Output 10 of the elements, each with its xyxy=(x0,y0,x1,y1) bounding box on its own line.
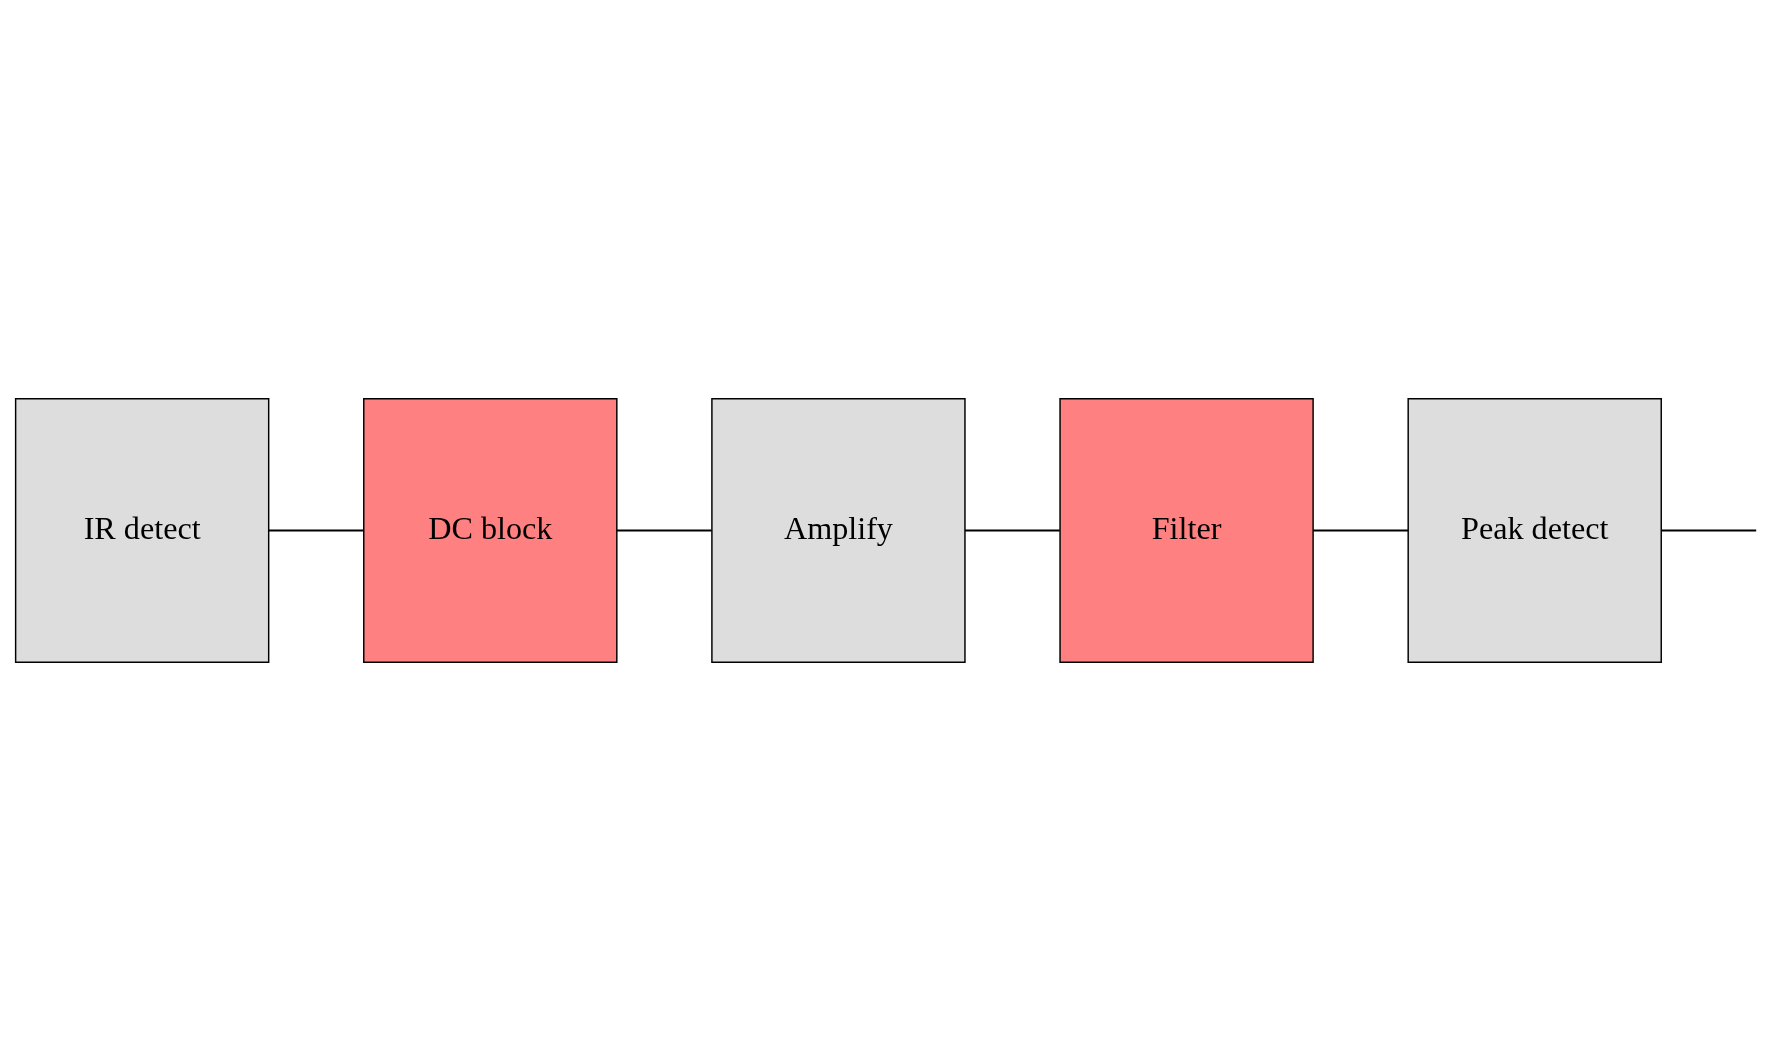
node-box: Filter xyxy=(1059,397,1314,663)
connector xyxy=(267,529,365,531)
node-box: Amplify xyxy=(711,397,966,663)
node-box: IR detect xyxy=(14,397,270,663)
connector xyxy=(964,529,1061,531)
node-box: Peak detect xyxy=(1407,397,1662,663)
connector xyxy=(1660,529,1758,531)
connector xyxy=(616,529,713,531)
connector xyxy=(1312,529,1409,531)
node-box: DC block xyxy=(363,397,618,663)
